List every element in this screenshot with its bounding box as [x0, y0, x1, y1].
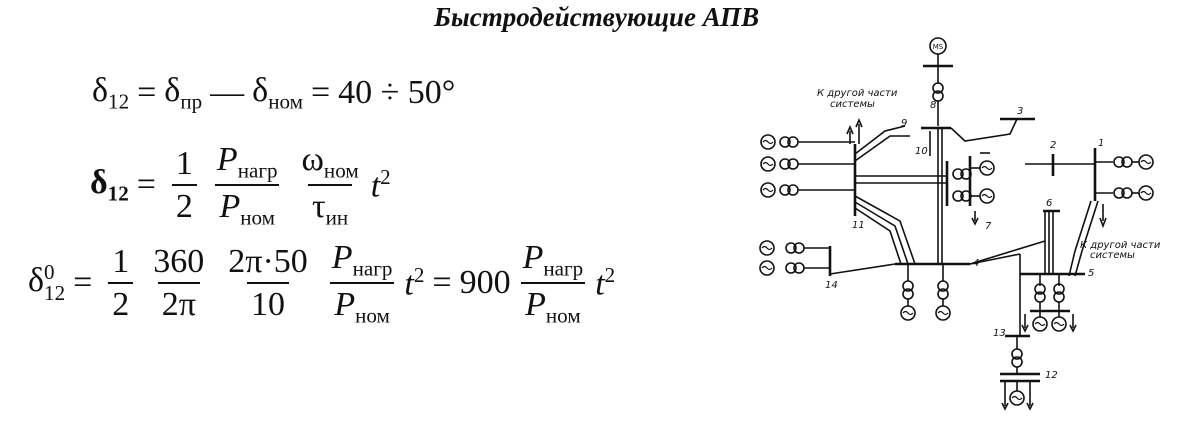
note-right-line-1: К другой части — [1080, 240, 1161, 251]
eq3-equals-2: = — [432, 264, 452, 301]
eq1-term2: δном — [252, 72, 303, 114]
node-label-5: 5 — [1088, 268, 1094, 279]
eq3-t-squared-2: t2 — [595, 262, 616, 303]
node-label-12: 12 — [1045, 370, 1058, 381]
eq1-lhs: δ12 — [92, 72, 130, 114]
eq1-equals: = — [137, 74, 157, 112]
node-label-9: 9 — [901, 118, 907, 129]
eq2-equals: = — [136, 166, 156, 203]
eq3-fraction-5: Pнагр Pном — [521, 239, 585, 327]
node-label-10: 10 — [915, 146, 928, 157]
node-label-6: 6 — [1046, 198, 1052, 209]
eq2-lhs: δ12 — [90, 163, 129, 206]
eq3-t-squared: t2 — [404, 262, 425, 303]
ms-label: MS — [933, 43, 944, 51]
node-label-1: 1 — [1098, 138, 1104, 149]
node-label-4: 4 — [973, 258, 979, 269]
note-left-line-2: системы — [830, 99, 875, 110]
page-title: Быстродействующие АПВ — [433, 2, 760, 32]
eq1-value: 40 ÷ 50° — [338, 74, 456, 112]
eq1-term1: δпр — [164, 72, 203, 114]
eq1-equals-2: = — [310, 74, 331, 112]
note-left-line-1: К другой части — [817, 88, 898, 99]
eq3-coefficient: 900 — [459, 264, 511, 301]
eq2-fraction-3: ωном τин — [301, 141, 359, 229]
node-label-3: 3 — [1017, 106, 1023, 117]
eq1-minus: — — [210, 74, 245, 112]
node-label-2: 2 — [1050, 140, 1056, 151]
eq2-t-squared: t2 — [370, 164, 391, 205]
node-label-13: 13 — [993, 328, 1006, 339]
eq3-fraction-4: Pнагр Pном — [330, 239, 394, 327]
node-label-7: 7 — [985, 221, 992, 232]
eq2-fraction-2: Pнагр Pном — [215, 141, 279, 229]
node-label-11: 11 — [852, 220, 865, 231]
eq3-equals: = — [73, 264, 93, 301]
power-system-diagram: MS — [759, 37, 1161, 411]
node-label-14: 14 — [825, 280, 838, 291]
note-right-line-2: системы — [1090, 250, 1135, 261]
node-label-8: 8 — [930, 100, 936, 111]
equation-1: δ12 = δпр — δном = 40 ÷ 50° — [92, 72, 455, 114]
